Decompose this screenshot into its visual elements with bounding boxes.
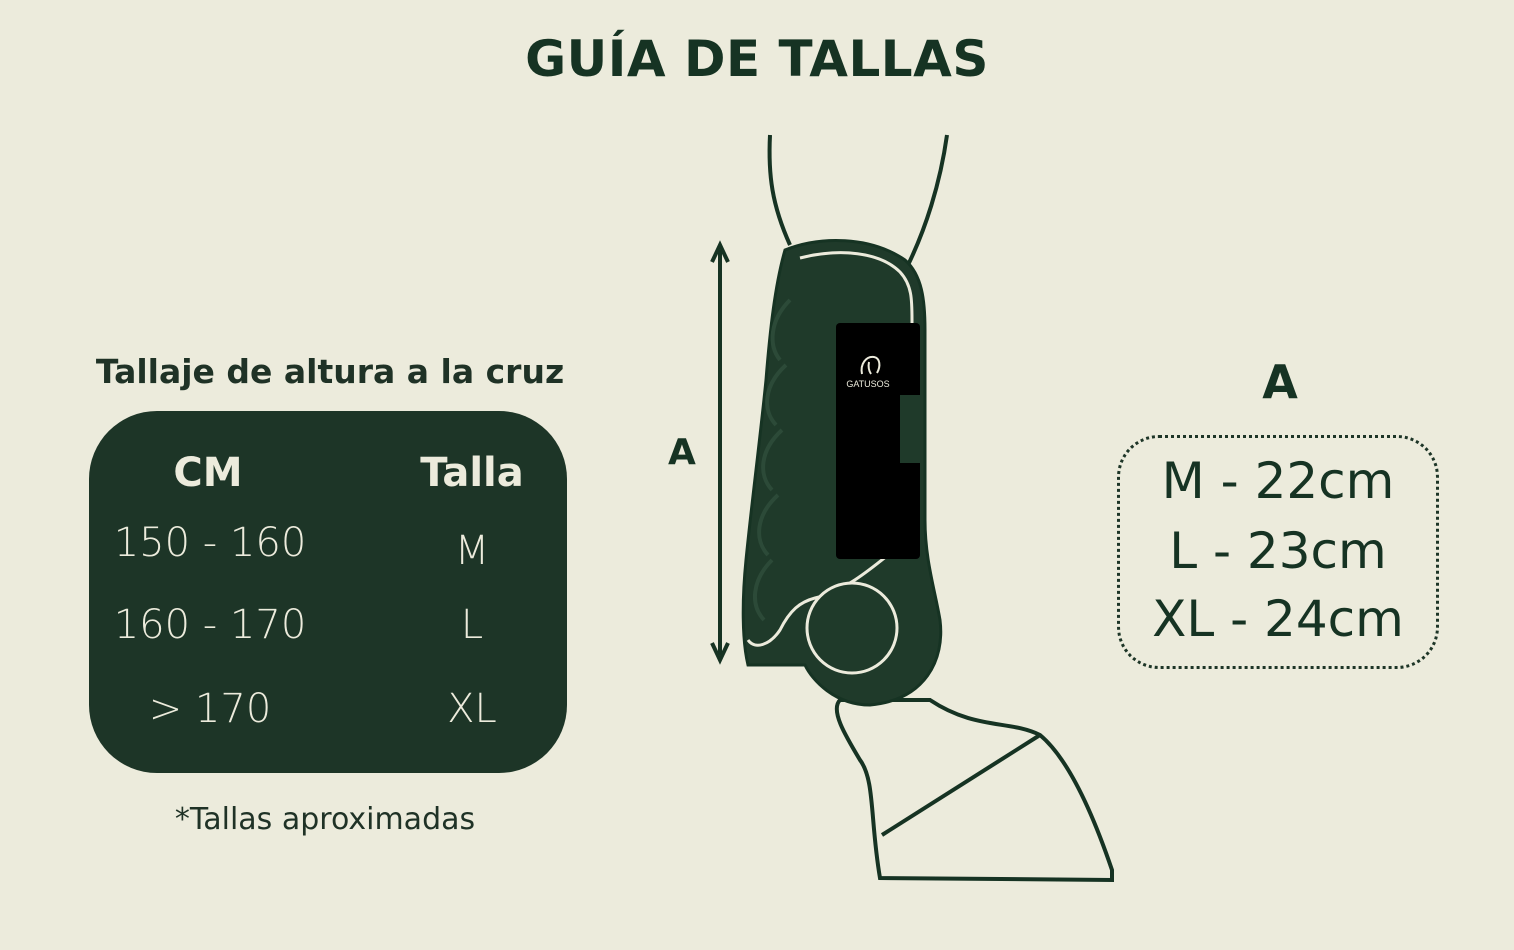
footnote: *Tallas aproximadas (174, 802, 476, 837)
hoof-outline (834, 698, 1114, 883)
brand-logo-icon (860, 355, 881, 375)
table-cell-size: XL (447, 686, 497, 732)
leg-outline (767, 134, 792, 246)
column-header-talla: Talla (420, 450, 524, 496)
horse-leg-boot-diagram: GATUSOS (710, 134, 1114, 883)
measurement-line: L - 23cm (1169, 522, 1387, 580)
size-table-heading: Tallaje de altura a la cruz (95, 352, 565, 391)
measurement-line: XL - 24cm (1152, 590, 1404, 648)
boot-padding (752, 298, 792, 622)
measurement-line: M - 22cm (1161, 452, 1395, 510)
brand-name: GATUSOS (846, 379, 889, 389)
size-table (89, 411, 567, 773)
table-cell-size: L (460, 602, 484, 648)
column-header-cm: CM (173, 450, 243, 496)
ankle-disc (805, 581, 899, 675)
measurement-box (1117, 435, 1439, 669)
table-cell-cm: 160 - 170 (113, 602, 307, 648)
leg-outline (906, 134, 949, 266)
dimension-arrow (710, 240, 730, 665)
table-cell-cm: > 170 (148, 686, 272, 732)
dimension-label-a: A (668, 432, 696, 473)
table-cell-cm: 150 - 160 (113, 520, 307, 566)
boot-strap (836, 323, 920, 559)
table-cell-size: M (454, 528, 490, 574)
page-title: GUÍA DE TALLAS (525, 30, 989, 88)
measurement-label-a: A (1262, 355, 1298, 409)
